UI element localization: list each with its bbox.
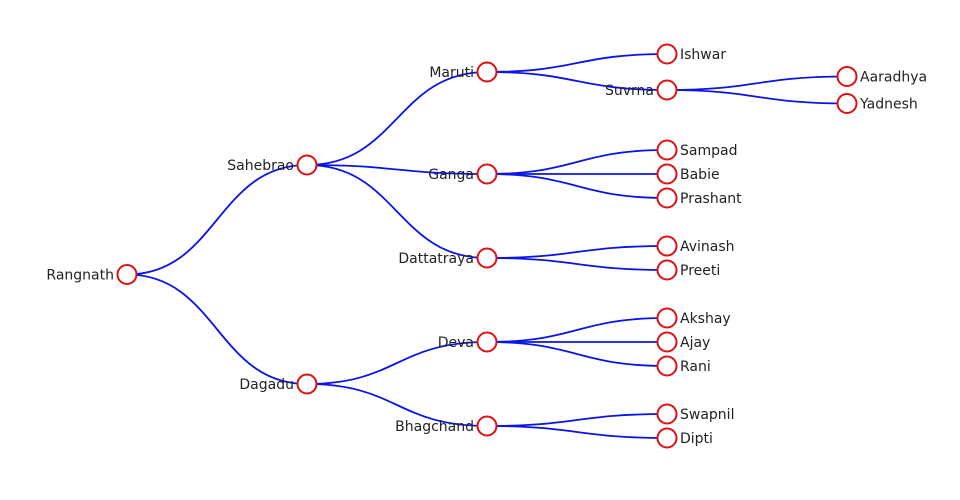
node-circle[interactable]: [656, 235, 678, 257]
node-circle[interactable]: [656, 139, 678, 161]
node-label: Ajay: [680, 335, 710, 351]
node-circle[interactable]: [656, 403, 678, 425]
node-label: Dattatraya: [398, 251, 474, 267]
node-preeti[interactable]: Preeti: [656, 259, 721, 281]
node-label: Ishwar: [680, 47, 726, 63]
node-label: Preeti: [680, 263, 720, 279]
link-sahebrao-ganga: [306, 164, 488, 175]
node-circle[interactable]: [476, 247, 498, 269]
node-circle[interactable]: [476, 415, 498, 437]
node-label: Dagadu: [239, 377, 294, 393]
node-aaradhya[interactable]: Aaradhya: [836, 66, 928, 87]
node-sampad[interactable]: Sampad: [656, 139, 738, 161]
node-bhagchand[interactable]: Bhagchand: [395, 415, 498, 437]
node-label: Akshay: [680, 311, 731, 327]
node-label: Rani: [680, 359, 711, 375]
node-deva[interactable]: Deva: [438, 331, 498, 353]
node-label: Prashant: [680, 191, 742, 207]
node-label: Aaradhya: [860, 70, 927, 86]
node-rangnath[interactable]: Rangnath: [46, 264, 138, 285]
node-circle[interactable]: [656, 307, 678, 329]
node-babie[interactable]: Babie: [656, 163, 720, 185]
link-maruti-suvrna: [486, 71, 668, 91]
link-sahebrao-dattatraya: [306, 164, 488, 259]
node-swapnil[interactable]: Swapnil: [656, 403, 735, 425]
node-label: Suvrna: [605, 83, 654, 99]
link-ganga-prashant: [486, 173, 668, 199]
node-label: Avinash: [680, 239, 735, 255]
node-label: Deva: [438, 335, 474, 351]
node-ganga[interactable]: Ganga: [428, 163, 498, 185]
link-rangnath-dagadu: [126, 273, 308, 385]
link-sahebrao-maruti: [306, 71, 488, 166]
node-label: Swapnil: [680, 407, 734, 423]
node-label: Sampad: [680, 143, 737, 159]
link-bhagchand-dipti: [486, 425, 668, 439]
node-circle[interactable]: [656, 163, 678, 185]
node-sahebrao[interactable]: Sahebrao: [227, 154, 318, 176]
node-circle[interactable]: [656, 427, 678, 449]
node-suvrna[interactable]: Suvrna: [605, 79, 678, 101]
node-label: Bhagchand: [395, 419, 474, 435]
node-circle[interactable]: [296, 373, 318, 395]
node-maruti[interactable]: Maruti: [429, 61, 498, 83]
link-deva-akshay: [486, 317, 668, 343]
node-label: Dipti: [680, 431, 713, 447]
node-ajay[interactable]: Ajay: [656, 331, 711, 353]
node-akshay[interactable]: Akshay: [656, 307, 731, 329]
node-ishwar[interactable]: Ishwar: [656, 43, 727, 65]
link-dattatraya-preeti: [486, 257, 668, 271]
link-suvrna-yadnesh: [666, 89, 848, 105]
node-circle[interactable]: [656, 43, 678, 65]
node-circle[interactable]: [116, 264, 138, 285]
node-avinash[interactable]: Avinash: [656, 235, 735, 257]
node-label: Ganga: [428, 167, 474, 183]
link-suvrna-aaradhya: [666, 75, 848, 91]
node-yadnesh[interactable]: Yadnesh: [836, 93, 918, 114]
link-dagadu-bhagchand: [306, 383, 488, 427]
node-circle[interactable]: [656, 331, 678, 353]
link-rangnath-sahebrao: [126, 164, 308, 276]
node-label: Rangnath: [46, 268, 114, 284]
link-bhagchand-swapnil: [486, 413, 668, 427]
node-label: Maruti: [429, 65, 474, 81]
node-dattatraya[interactable]: Dattatraya: [398, 247, 498, 269]
node-circle[interactable]: [656, 79, 678, 101]
node-circle[interactable]: [656, 187, 678, 209]
node-circle[interactable]: [476, 61, 498, 83]
node-circle[interactable]: [656, 259, 678, 281]
node-dagadu[interactable]: Dagadu: [239, 373, 318, 395]
link-dattatraya-avinash: [486, 245, 668, 259]
tree-links: [126, 53, 848, 439]
link-ganga-sampad: [486, 149, 668, 175]
node-circle[interactable]: [476, 163, 498, 185]
node-circle[interactable]: [656, 355, 678, 377]
node-circle[interactable]: [836, 66, 858, 87]
node-circle[interactable]: [296, 154, 318, 176]
node-dipti[interactable]: Dipti: [656, 427, 713, 449]
node-circle[interactable]: [836, 93, 858, 114]
node-rani[interactable]: Rani: [656, 355, 711, 377]
link-dagadu-deva: [306, 341, 488, 385]
node-circle[interactable]: [476, 331, 498, 353]
node-label: Babie: [680, 167, 720, 183]
link-deva-rani: [486, 341, 668, 367]
node-prashant[interactable]: Prashant: [656, 187, 743, 209]
link-maruti-ishwar: [486, 53, 668, 73]
node-label: Sahebrao: [227, 158, 294, 174]
node-label: Yadnesh: [859, 97, 918, 113]
